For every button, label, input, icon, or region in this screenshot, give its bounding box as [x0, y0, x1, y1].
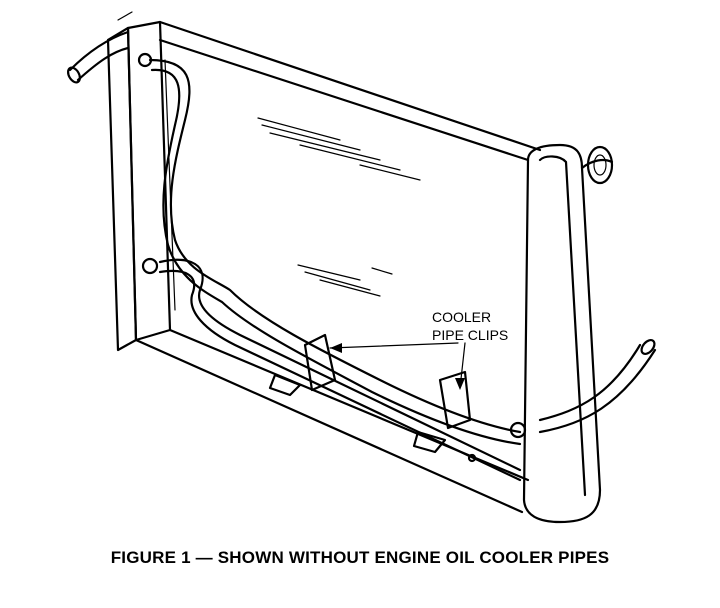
cooler-pipes [137, 52, 527, 482]
callout-leaders [329, 342, 466, 390]
upper-hose [67, 11, 133, 84]
bolt [467, 453, 477, 463]
callout-label-line2: PIPE CLIPS [432, 327, 508, 343]
pipe-clip-left [268, 333, 337, 397]
figure-caption: FIGURE 1 — SHOWN WITHOUT ENGINE OIL COOL… [110, 548, 610, 567]
lower-hose [538, 338, 657, 434]
radiator-core [106, 20, 542, 514]
pipe-clip-right [412, 370, 472, 454]
core-fin-marks [257, 117, 421, 297]
callout-label-line1: COOLER [432, 309, 491, 325]
right-tank [522, 143, 614, 524]
